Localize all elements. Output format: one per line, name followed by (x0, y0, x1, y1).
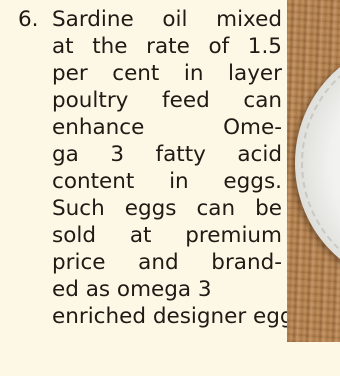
text-line: at the rate of 1.5 (52, 34, 282, 59)
text-line: ga 3 fatty acid (52, 142, 282, 167)
plate-on-wood-photo (287, 0, 340, 342)
text-line: enriched designer egg. (52, 304, 301, 329)
text-line: per cent in layer (52, 61, 282, 86)
list-item-number: 6. (18, 7, 39, 32)
list-item-text: Sardine oil mixed at the rate of 1.5 per… (52, 6, 301, 330)
text-line: ed as omega 3 (52, 277, 212, 302)
text-line: price and brand- (52, 250, 282, 275)
text-line: sold at premium (52, 223, 282, 248)
text-line: content in eggs. (52, 169, 282, 194)
text-line: poultry feed can (52, 88, 282, 113)
text-line: Sardine oil mixed (52, 7, 282, 32)
text-line: Such eggs can be (52, 196, 282, 221)
text-line: enhance Ome- (52, 115, 282, 140)
